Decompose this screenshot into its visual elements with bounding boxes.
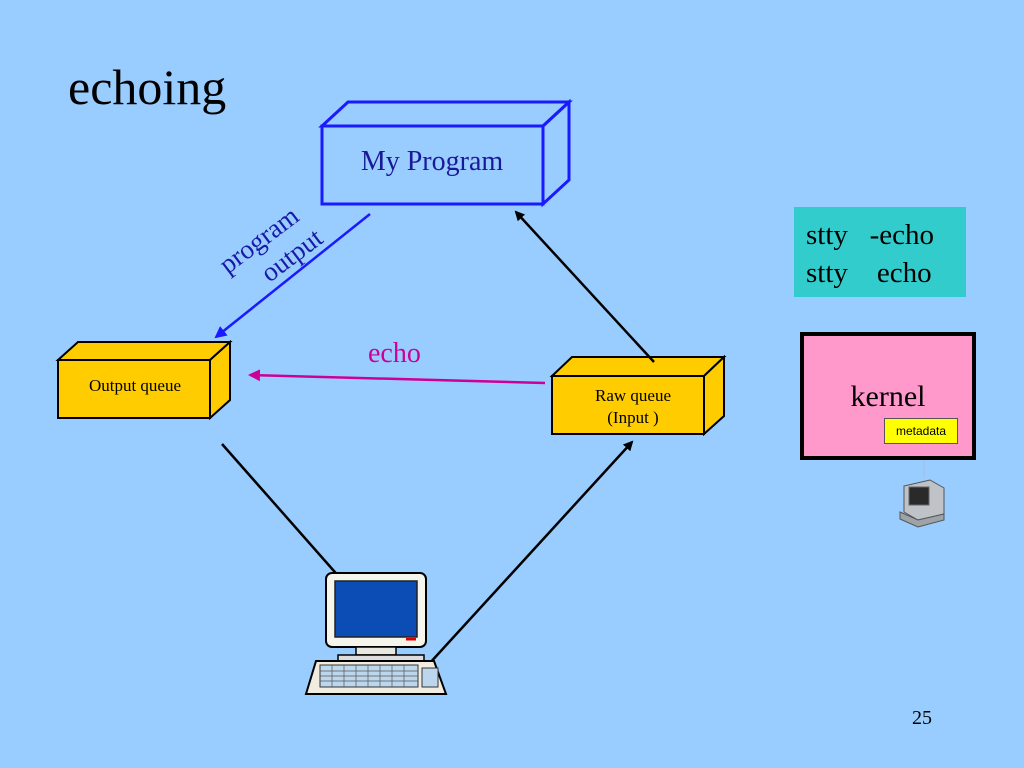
arrow-raw-to-program	[514, 210, 655, 363]
program-label: My Program	[360, 146, 504, 177]
output-queue-label: Output queue	[88, 376, 182, 395]
stty-command-enable: stty echo	[806, 257, 932, 289]
raw-queue-label: Raw queue (Input )	[552, 385, 714, 429]
metadata-tag: metadata	[884, 418, 958, 444]
kernel-label: kernel	[850, 380, 926, 413]
stty-command-disable: stty -echo	[806, 219, 935, 251]
output-queue-box	[55, 339, 233, 421]
arrow-program-to-output	[214, 213, 371, 339]
slide-title: echoing	[68, 59, 227, 115]
page-number: 25	[912, 707, 932, 729]
raw-queue-label-line2: (Input )	[607, 408, 659, 427]
raw-queue-label-line1: Raw queue	[594, 386, 671, 405]
arrow-terminal-to-raw	[417, 440, 634, 677]
raw-queue-box	[549, 354, 727, 437]
echo-arrow-label: echo	[368, 338, 421, 369]
arrow-echo	[248, 369, 546, 385]
kernel-box: kernel metadata	[800, 332, 976, 460]
program-box	[318, 98, 573, 208]
stty-commands-box: stty -echo stty echo	[794, 207, 966, 297]
computer-terminal-icon	[304, 572, 448, 695]
small-computer-icon	[899, 479, 945, 528]
arrow-output-to-terminal	[221, 443, 358, 598]
